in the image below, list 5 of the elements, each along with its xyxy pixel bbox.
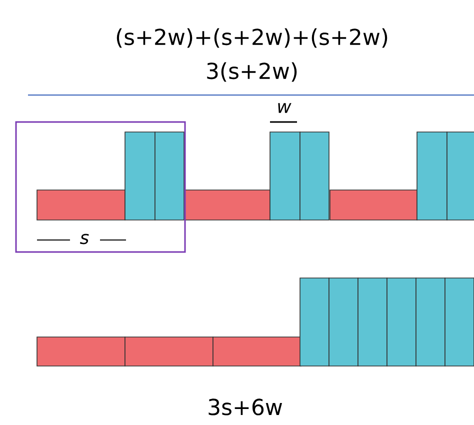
dimension-label: w xyxy=(278,103,292,113)
expression: 3s+6w xyxy=(208,398,282,416)
title: (s+2w)+(s+2w)+(s+2w) xyxy=(116,28,388,48)
expression: 3(s+2w) xyxy=(207,62,297,82)
group-frame: s xyxy=(15,121,186,253)
